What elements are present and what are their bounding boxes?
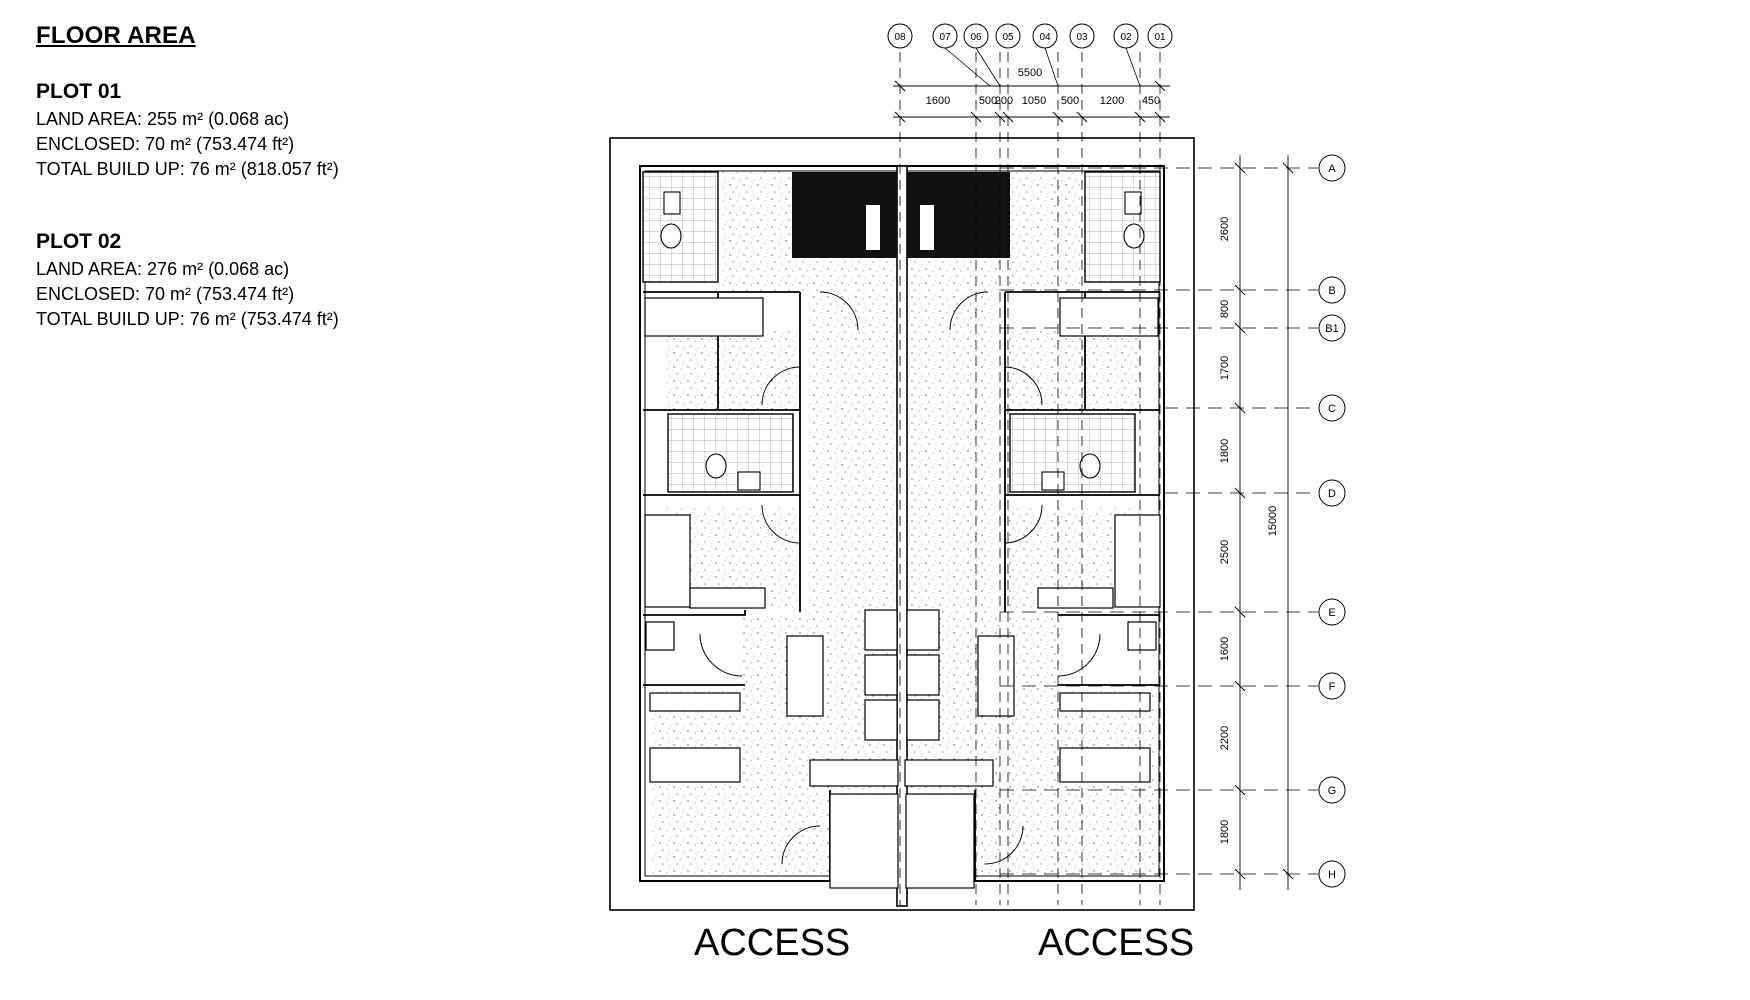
access-label-right: ACCESS bbox=[1038, 922, 1195, 964]
site-boundary bbox=[609, 137, 1195, 911]
dim-height-1: 2600 bbox=[1219, 217, 1231, 241]
dim-height-4: 1800 bbox=[1219, 439, 1231, 463]
dim-height-3: 1700 bbox=[1219, 356, 1231, 380]
interior-walls bbox=[643, 291, 1160, 880]
furniture bbox=[644, 297, 1161, 889]
grid-col-06: 06 bbox=[970, 32, 982, 43]
grid-col-04: 04 bbox=[1039, 32, 1051, 43]
grid-col-07: 07 bbox=[939, 32, 951, 43]
dim-width-3: 200 bbox=[995, 95, 1013, 107]
grid-col-03: 03 bbox=[1076, 32, 1088, 43]
plot-02-land-area: LAND AREA: 276 m² (0.068 ac) bbox=[36, 259, 290, 279]
plot-02-enclosed: ENCLOSED: 70 m² (753.474 ft²) bbox=[36, 284, 295, 304]
grid-row-b1: B1 bbox=[1325, 323, 1338, 335]
dim-overall-width: 5500 bbox=[1018, 67, 1042, 79]
dim-height-8: 1800 bbox=[1219, 820, 1231, 844]
page-title: FLOOR AREA bbox=[36, 22, 196, 49]
dim-overall-height: 15000 bbox=[1267, 506, 1279, 537]
dim-width-1: 1600 bbox=[926, 95, 950, 107]
dim-height-5: 2500 bbox=[1219, 540, 1231, 564]
grid-row-a: A bbox=[1328, 163, 1336, 175]
grid-column-labels: 08 07 06 05 04 03 02 01 bbox=[894, 32, 1166, 43]
grid-col-02: 02 bbox=[1120, 32, 1132, 43]
plot-01-land-area: LAND AREA: 255 m² (0.068 ac) bbox=[36, 109, 290, 129]
grid-row-h: H bbox=[1328, 869, 1336, 881]
plot-01-total-build-up: TOTAL BUILD UP: 76 m² (818.057 ft²) bbox=[36, 159, 339, 179]
grid-row-labels: A B B1 C D E F G H bbox=[1325, 163, 1338, 881]
plot-02-title: PLOT 02 bbox=[36, 230, 122, 253]
party-wall bbox=[896, 165, 908, 907]
grid-row-c: C bbox=[1328, 403, 1336, 415]
sanitary-fixtures bbox=[660, 191, 1145, 491]
side-dimension-lines bbox=[1239, 155, 1289, 890]
plot-02-summary: PLOT 02 LAND AREA: 276 m² (0.068 ac) ENC… bbox=[36, 230, 456, 332]
grid-row-lines bbox=[1000, 167, 1318, 875]
grid-column-bubble-leaders bbox=[944, 47, 1141, 87]
grid-row-d: D bbox=[1328, 488, 1336, 500]
grid-row-f: F bbox=[1329, 681, 1336, 693]
plot-01-summary: PLOT 01 LAND AREA: 255 m² (0.068 ac) ENC… bbox=[36, 80, 456, 182]
door-swings bbox=[699, 291, 1101, 865]
access-label-left: ACCESS bbox=[694, 922, 851, 964]
dim-width-2: 500 bbox=[979, 95, 997, 107]
grid-col-08: 08 bbox=[894, 32, 906, 43]
grid-col-05: 05 bbox=[1002, 32, 1014, 43]
side-dimension-ticks bbox=[1234, 162, 1294, 880]
dim-width-7: 450 bbox=[1142, 95, 1160, 107]
dim-height-7: 2200 bbox=[1219, 726, 1231, 750]
tiled-bathrooms bbox=[642, 171, 1161, 493]
grid-row-e: E bbox=[1328, 607, 1335, 619]
dim-height-2: 800 bbox=[1219, 300, 1231, 318]
top-dimension-labels: 5500 1600 500 200 1050 500 1200 450 bbox=[926, 67, 1160, 107]
plot-01-enclosed: ENCLOSED: 70 m² (753.474 ft²) bbox=[36, 134, 295, 154]
dim-height-6: 1600 bbox=[1219, 637, 1231, 661]
grid-row-g: G bbox=[1328, 785, 1337, 797]
grid-col-01: 01 bbox=[1154, 32, 1166, 43]
top-dimension-lines bbox=[893, 85, 1170, 118]
dim-width-6: 1200 bbox=[1100, 95, 1124, 107]
grid-column-lines bbox=[899, 52, 1161, 905]
plot-01-title: PLOT 01 bbox=[36, 80, 122, 103]
top-dimension-ticks bbox=[894, 80, 1166, 123]
plot-02-total-build-up: TOTAL BUILD UP: 76 m² (753.474 ft²) bbox=[36, 309, 339, 329]
floor-area-summary: FLOOR AREA PLOT 01 LAND AREA: 255 m² (0.… bbox=[36, 22, 456, 380]
dim-width-4: 1050 bbox=[1022, 95, 1046, 107]
grid-row-b: B bbox=[1328, 285, 1335, 297]
dim-width-5: 500 bbox=[1061, 95, 1079, 107]
grid-row-bubbles bbox=[1318, 154, 1346, 888]
stair-blocks bbox=[792, 172, 1010, 258]
side-dimension-labels: 2600 800 1700 1800 2500 1600 2200 1800 1… bbox=[1219, 217, 1279, 844]
